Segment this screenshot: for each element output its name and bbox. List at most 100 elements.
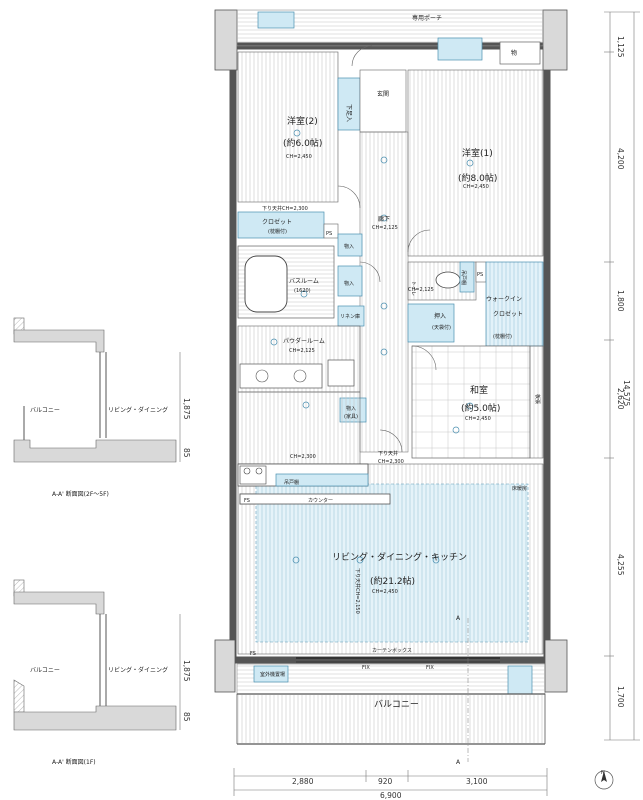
column-top-left <box>214 9 238 71</box>
label-closet-1: クロゼット <box>262 218 292 226</box>
label-soffit-2: CH=2,300 <box>290 454 316 460</box>
vanity <box>239 363 323 389</box>
porch-fixture <box>257 11 295 29</box>
ps-box <box>323 223 339 239</box>
toilet-cabinet <box>459 261 475 293</box>
dim-right-3: 1,800 <box>616 290 625 312</box>
label-closet-1-sub: (枕棚付) <box>268 228 287 235</box>
label-ldk-size: (約21.2帖) <box>370 575 415 587</box>
label-section-a2: A <box>456 759 461 766</box>
dim-bottom-total: 6,900 <box>380 791 402 800</box>
balcony-pattern <box>238 695 544 743</box>
dim-right-5: 4,255 <box>616 554 625 576</box>
light-markers <box>270 129 474 564</box>
door-room2 <box>337 185 361 209</box>
label-fix-2: FIX <box>426 665 434 671</box>
dim-right-1: 1,125 <box>616 36 625 58</box>
oshiire <box>407 303 455 343</box>
door-ldk <box>379 429 403 453</box>
column-bottom-left <box>214 639 236 693</box>
label-soffit-3b: CH=2,300 <box>378 459 404 465</box>
label-storage-in-2: 物入 <box>344 280 354 287</box>
storage-box <box>499 41 541 65</box>
aircon-space <box>253 665 289 683</box>
entrance-floor <box>359 69 407 133</box>
kitchen-floor <box>237 391 361 465</box>
hanging-shelf-top <box>275 473 369 487</box>
label-room2-ch: CH=2,450 <box>286 154 312 160</box>
label-washitsu-ch: CH=2,450 <box>465 416 491 422</box>
door-bath <box>359 261 381 283</box>
sink-1 <box>255 369 269 383</box>
storage-in-1 <box>337 233 363 257</box>
section2-living: リビング・ダイニング <box>108 666 168 674</box>
room2-floor <box>237 51 339 203</box>
section-labels: バルコニー リビング・ダイニング 1,875 85 A-A' 断面図(2F～5F… <box>30 398 191 766</box>
label-toilet: トイレ <box>410 281 416 296</box>
section2-dim-top: 1,875 <box>182 660 191 682</box>
label-compass-n: N <box>601 770 605 776</box>
label-hallway: 廊下 <box>378 215 390 223</box>
section1-caption: A-A' 断面図(2F～5F) <box>52 490 109 498</box>
label-storage-in-1: 物入 <box>344 243 354 250</box>
storage-in-2 <box>337 265 363 297</box>
label-storage-in-3: 物入 <box>346 405 356 412</box>
label-washitsu: 和室 <box>470 384 488 396</box>
label-toilet-ch: CH=2,125 <box>408 287 434 293</box>
walkin-closet <box>485 261 544 347</box>
sink-2 <box>293 369 307 383</box>
counter-bar-top <box>239 493 391 505</box>
label-fs-1: FS <box>244 498 250 504</box>
itabari <box>529 345 544 459</box>
label-room2-size: (約6.0帖) <box>283 137 322 149</box>
label-powder: パウダールーム <box>283 337 325 345</box>
section2-balcony: バルコニー <box>30 667 60 674</box>
meter-box <box>437 37 483 61</box>
label-shoebox: 下足入 <box>345 104 352 122</box>
label-washitsu-size: (約5.0帖) <box>461 402 500 414</box>
closet-room2 <box>237 211 325 239</box>
dim-right-6: 1,700 <box>616 686 625 708</box>
hallway-floor <box>359 131 409 453</box>
label-room1-name: 洋室(1) <box>462 147 493 159</box>
dim-bottom-3: 3,100 <box>466 777 488 786</box>
stove-top <box>239 465 267 485</box>
section1-living: リビング・ダイニング <box>108 406 168 414</box>
label-soffit-3: 下り天井 <box>378 450 398 457</box>
label-toilet-cabinet: 吊戸棚 <box>460 270 467 285</box>
label-oshiire-sub: (天袋付) <box>432 324 451 331</box>
label-section-a: A <box>456 615 461 622</box>
label-storage: 物 <box>511 49 517 57</box>
label-ps-1: PS <box>326 231 332 237</box>
compass-icon <box>594 770 614 790</box>
label-soffit-1: 下り天井CH=2,300 <box>262 205 308 212</box>
section1-dim-bottom: 85 <box>182 448 191 458</box>
washitsu-floor <box>411 345 531 459</box>
section1-dim-top: 1,875 <box>182 398 191 420</box>
burner-4 <box>243 467 251 475</box>
label-porch: 専用ポーチ <box>412 14 442 22</box>
toilet-bowl <box>435 271 461 289</box>
bottom-dimension-labels: 2,880 920 3,100 6,900 <box>292 777 488 800</box>
dimension-lines-right <box>604 11 640 741</box>
door-entrance <box>351 45 373 67</box>
label-hanging-shelf: 吊戸棚 <box>284 479 299 486</box>
label-bathroom: バスルーム <box>289 278 319 285</box>
label-fs-2: FS <box>250 651 256 657</box>
label-ldk-ch: CH=2,450 <box>372 589 398 595</box>
label-entrance: 玄関 <box>377 90 389 98</box>
label-ldk-soffit: 下り天井CH=2,150 <box>354 568 361 614</box>
label-oshiire: 押入 <box>434 312 446 320</box>
washer <box>327 359 355 387</box>
label-ps-2: PS <box>477 272 483 278</box>
label-itabari: 板張 <box>534 394 541 404</box>
column-top-right <box>542 9 568 71</box>
section2-caption: A-A' 断面図(1F) <box>52 758 96 766</box>
label-hallway-ch: CH=2,125 <box>372 225 398 231</box>
bathtub <box>244 255 288 313</box>
section1-balcony: バルコニー <box>30 407 60 414</box>
door-washitsu <box>411 345 437 371</box>
label-walkin-sub: クロゼット <box>493 310 523 318</box>
column-bottom-right <box>544 639 568 693</box>
